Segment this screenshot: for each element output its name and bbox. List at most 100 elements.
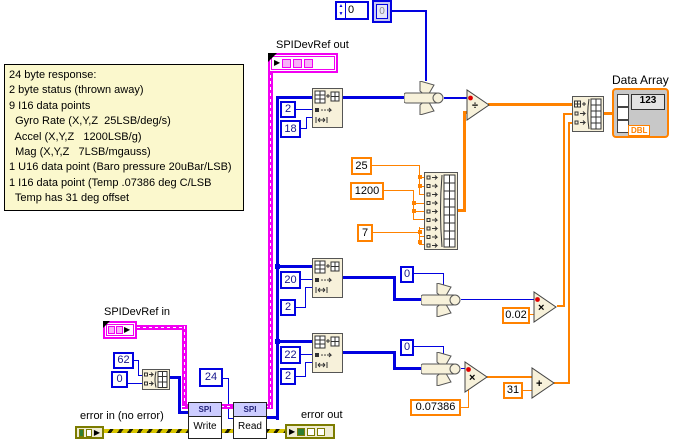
error-source-icon [317,427,326,436]
join-numbers-icon [421,352,461,386]
build-array-output-node[interactable] [572,96,604,132]
wire-scale-array [463,111,468,114]
spidevref-out-terminal[interactable]: ▶ [268,53,338,73]
numeric-spinner-control[interactable]: ▲ ▼ 0 [335,1,369,20]
constant-temp-scale[interactable]: 0.07386 [410,399,461,416]
constant-subset1-length[interactable]: 18 [280,120,301,138]
spi-write-node[interactable]: SPI Write [188,402,222,439]
comment-line: 2 byte status (thrown away) [9,84,144,97]
wire-add-out [568,122,572,124]
numeric-control-value[interactable]: 0 [348,4,355,16]
spi-read-node[interactable]: SPI Read [233,402,267,439]
spi-read-header: SPI [234,403,266,417]
terminal-arrow-icon: ▶ [124,325,131,334]
terminal-corner-icon [103,321,110,328]
wire-mult2-out [557,305,565,307]
coercion-dot-icon [466,367,471,372]
constant-subset2-index[interactable]: 20 [280,271,301,289]
wire-junction-dot [412,209,416,213]
spinner-up-icon[interactable]: ▲ [338,3,344,9]
error-out-terminal[interactable]: ▶ [285,424,335,439]
build-array-command-node[interactable] [142,369,170,390]
wire-const [305,287,312,288]
array-subset-node-1[interactable] [312,88,343,128]
wire-join3-hi [443,346,444,354]
constant-subset3-index[interactable]: 22 [280,346,301,364]
constant-temp-offset[interactable]: 31 [503,382,523,399]
join-numbers-node-3[interactable] [421,352,463,386]
array-subset-node-2[interactable] [312,258,343,298]
constant-write-byte2[interactable]: 0 [111,371,128,388]
constant-read-count[interactable]: 24 [199,368,223,387]
constant-subset3-length[interactable]: 2 [280,368,296,385]
wire-const [306,117,307,129]
comment-box[interactable]: 24 byte response: 2 byte status (thrown … [4,64,244,211]
wire-junction-dot [418,184,422,188]
wire-junction-dot [275,339,280,344]
comment-line: 9 I16 data points [9,99,91,112]
spinner-arrows[interactable]: ▲ ▼ [337,3,346,18]
wire-gyro-scale [372,165,420,166]
constant-accel-scale[interactable]: 1200 [350,182,384,200]
comment-line: 24 byte response: [9,69,97,81]
spinner-down-icon[interactable]: ▼ [338,10,344,17]
wire-join1-out [444,97,468,99]
join-numbers-node-1[interactable] [404,81,446,115]
spidevref-in-terminal[interactable]: ▶ [103,321,137,339]
constant-join3-hi[interactable]: 0 [400,339,414,356]
multiply-node-baro[interactable]: × [533,291,559,323]
constant-write-byte1[interactable]: 62 [113,352,134,369]
wire-const [305,362,306,377]
wire-join2-out [461,299,535,300]
wire-const [138,360,139,376]
spi-write-header: SPI [189,403,221,417]
join-numbers-node-2[interactable] [421,283,463,317]
wire-data-bus [276,96,312,99]
add-glyph: + [536,378,542,390]
constant-mag-scale[interactable]: 7 [357,224,373,242]
build-array-scales-node[interactable] [424,172,458,250]
constant-gyro-scale[interactable]: 25 [351,157,372,175]
constant-join2-hi[interactable]: 0 [400,266,414,283]
wire-subset2-out [343,276,396,279]
comment-line: 1 U16 data point (Baro pressure 20uBar/L… [9,161,232,174]
multiply-icon: × [464,361,488,393]
data-array-terminal[interactable]: 123 DBL [612,88,669,138]
array-subset-node-3[interactable] [312,333,343,373]
terminal-arrow-icon: ▶ [93,427,100,437]
comment-line: 1 I16 data point (Temp .07386 deg C/LSB [9,176,212,189]
error-code-icon [307,427,316,436]
numeric-terminal-value: 0 [376,4,388,19]
wire-junction-dot [418,230,422,234]
numeric-123-box: 123 [631,94,665,110]
error-in-terminal[interactable]: ▶ [75,426,104,439]
wire-subset3-out [343,351,396,354]
wire-top-control [425,10,427,81]
constant-subset1-index[interactable]: 2 [280,101,296,118]
divide-node[interactable]: ÷ [466,89,492,121]
build-array-icon [424,172,458,250]
divide-icon: ÷ [466,89,490,121]
constant-baro-scale[interactable]: 0.02 [502,307,530,324]
wire-mult3-out [487,376,533,378]
constant-subset2-length[interactable]: 2 [280,299,296,316]
wire-gyro-scale [419,186,425,187]
dbl-type-tag: DBL [628,125,651,136]
wire-gyro-scale [419,194,425,195]
wire-data-bus [265,416,278,419]
refnum-glyph-icon [293,58,303,68]
error-code-icon [86,428,92,437]
add-node[interactable]: + [531,367,557,399]
numeric-terminal[interactable]: 0 [372,0,392,23]
wire-mag-scale [419,236,425,237]
wire-spiref [268,72,273,408]
wire-scale-array [463,111,466,212]
multiply-icon: × [533,291,557,323]
wire-mag-scale [373,232,420,233]
join-numbers-icon [421,283,461,317]
multiply-node-temp[interactable]: × [464,361,490,393]
wire-join3-hi [413,346,444,347]
wire-temp-offset [523,390,533,391]
wire-data-bus [279,265,312,268]
wire-baro-scale [530,314,536,315]
